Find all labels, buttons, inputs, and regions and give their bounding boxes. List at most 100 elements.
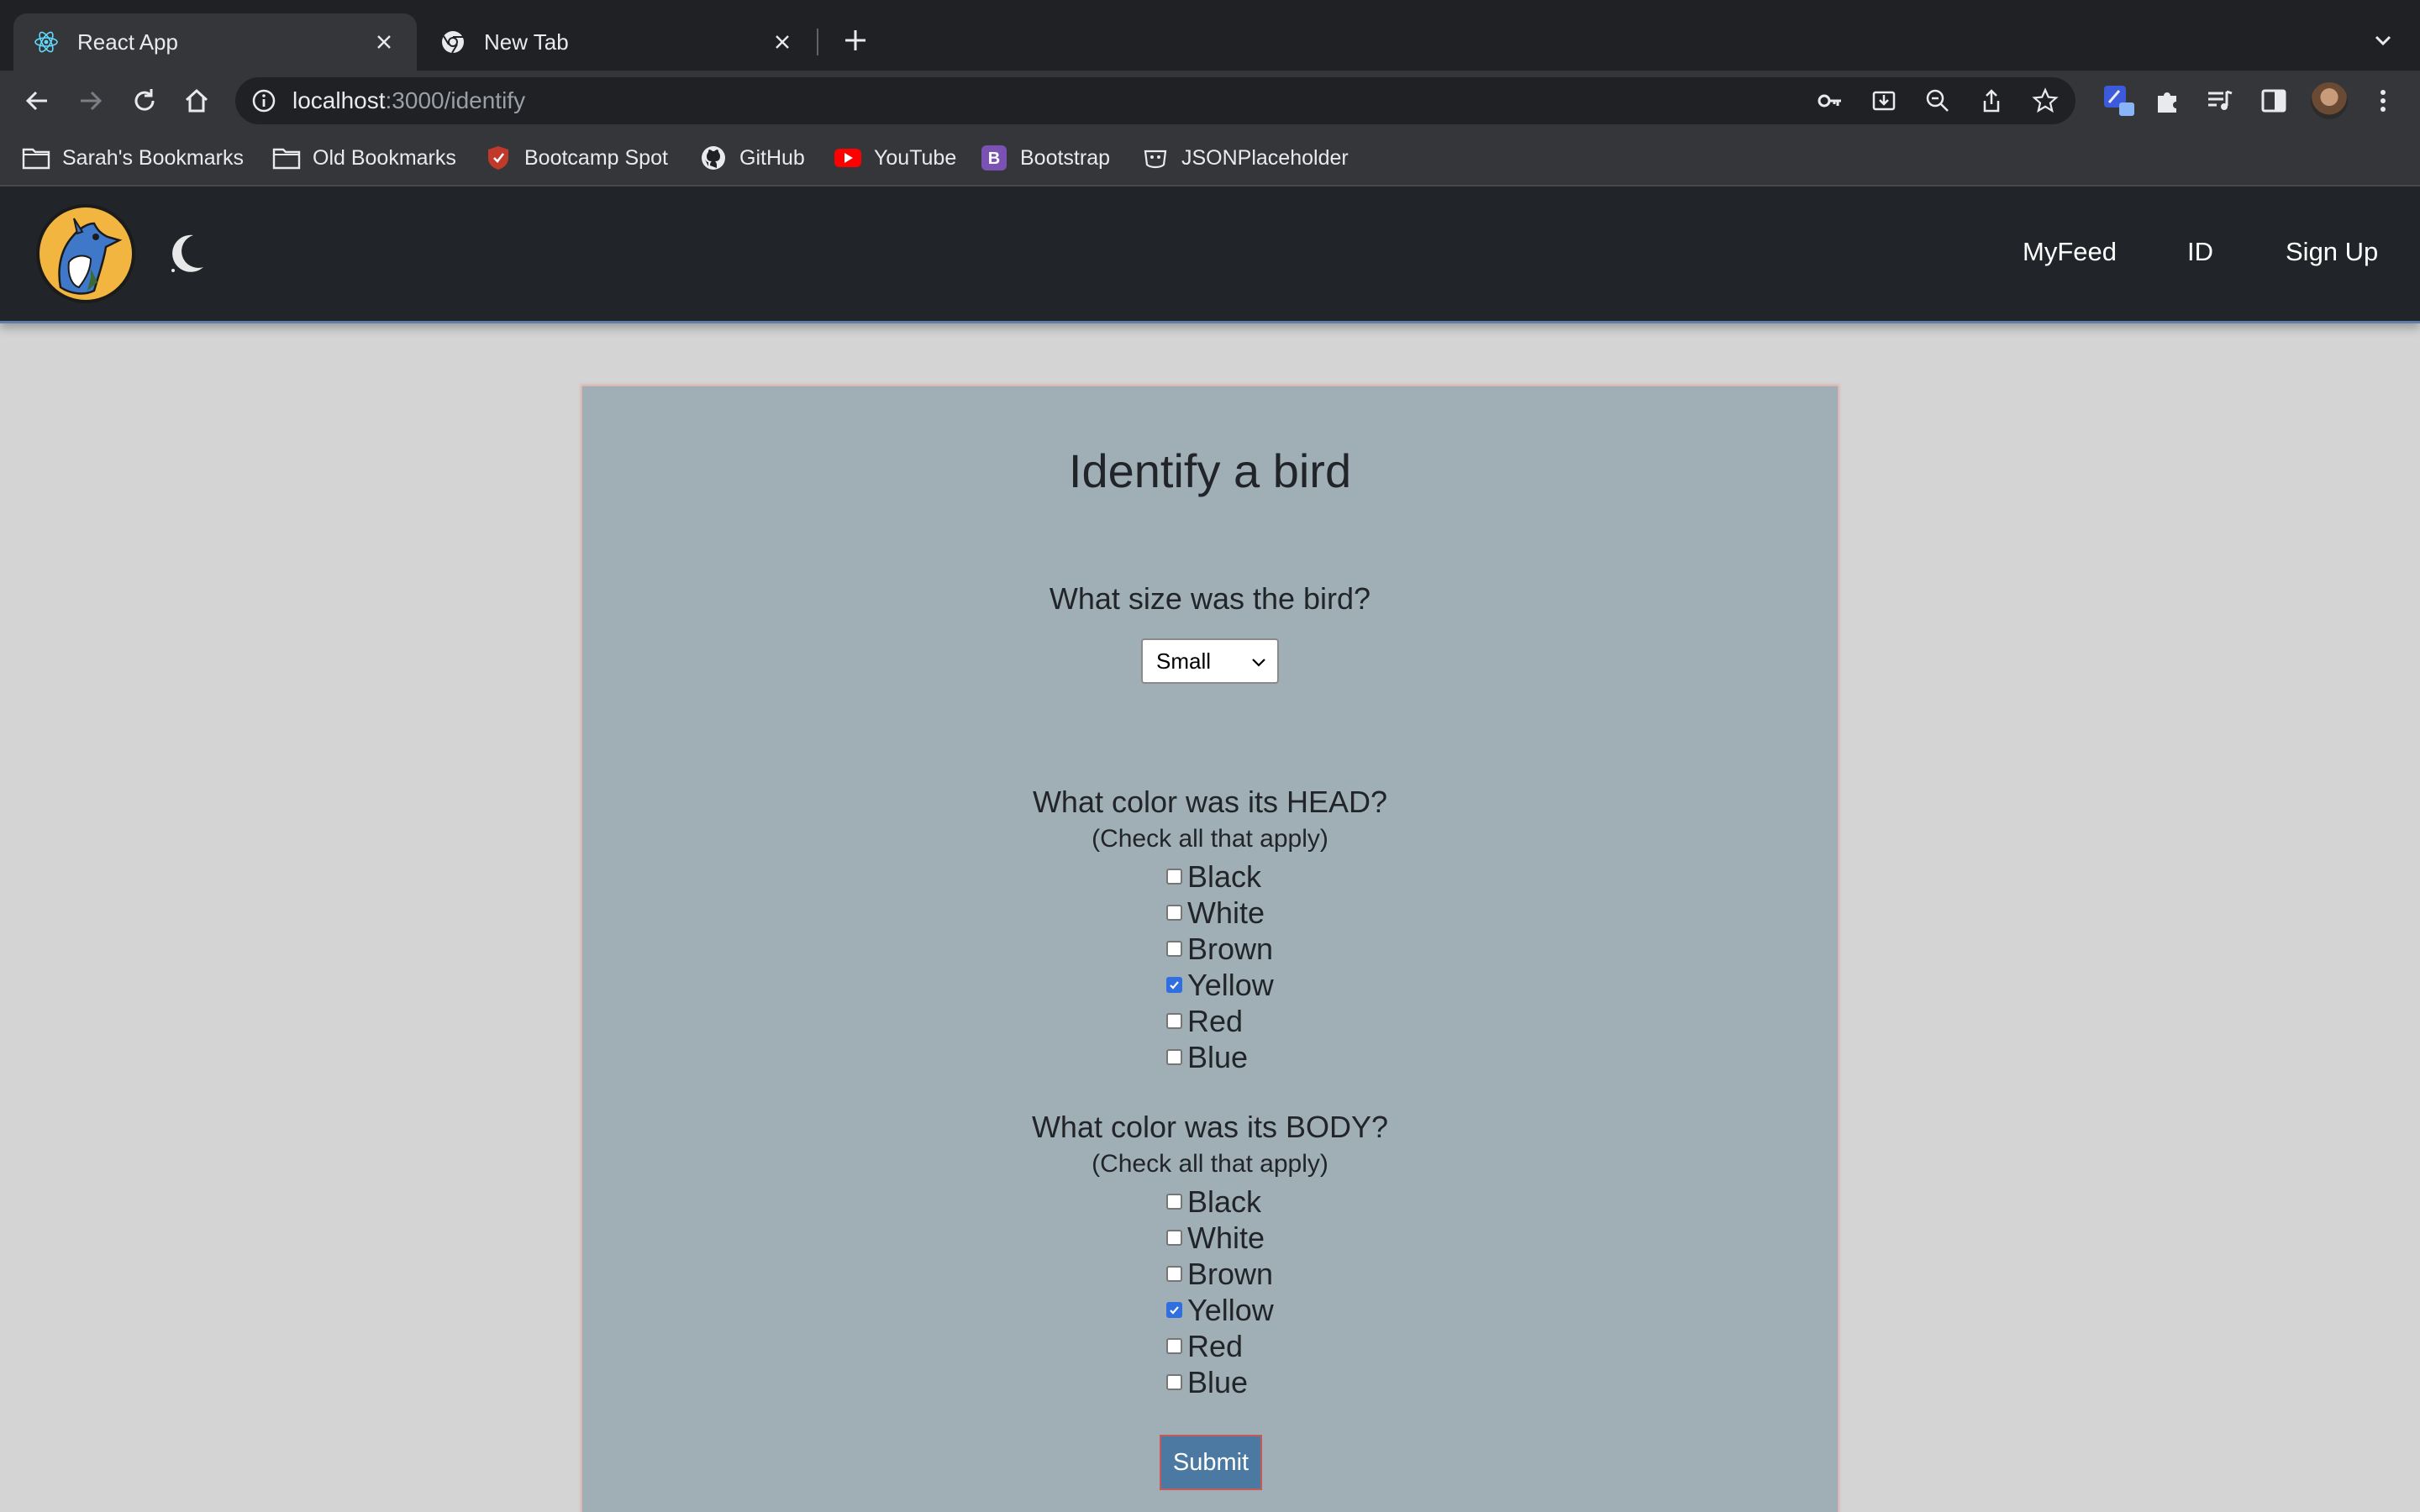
close-icon[interactable] xyxy=(770,29,795,55)
profile-avatar[interactable] xyxy=(2311,82,2348,119)
page-title: Identify a bird xyxy=(1068,444,1352,497)
checkbox-label: Yellow xyxy=(1187,968,1274,1002)
head-option-yellow[interactable]: Yellow xyxy=(1166,967,1502,1003)
chevron-down-icon xyxy=(1252,659,1265,667)
head-option-brown[interactable]: Brown xyxy=(1166,931,1502,967)
submit-button[interactable]: Submit xyxy=(1160,1435,1262,1490)
star-icon[interactable] xyxy=(2032,87,2059,114)
github-icon xyxy=(699,144,728,172)
body-option-brown[interactable]: Brown xyxy=(1166,1256,1502,1292)
close-icon[interactable] xyxy=(371,29,397,55)
zoom-icon[interactable] xyxy=(1924,87,1951,114)
bookmark-sarahs-bookmarks[interactable]: Sarah's Bookmarks xyxy=(22,141,244,175)
head-color-question-label: What color was its HEAD? xyxy=(1032,785,1388,819)
size-question-label: What size was the bird? xyxy=(1049,581,1371,616)
body-option-black[interactable]: Black xyxy=(1166,1184,1502,1220)
bookmark-bootstrap[interactable]: B Bootstrap xyxy=(980,141,1110,175)
identify-form-card: Identify a bird What size was the bird? … xyxy=(582,386,1838,1512)
svg-text:B: B xyxy=(988,150,1000,168)
playlist-icon xyxy=(2208,90,2233,110)
head-option-white[interactable]: White xyxy=(1166,895,1502,931)
bookmark-label: Bootcamp Spot xyxy=(524,145,668,170)
nav-link-id[interactable]: ID xyxy=(2187,237,2213,266)
nav-link-myfeed[interactable]: MyFeed xyxy=(2023,237,2117,266)
tab-title: New Tab xyxy=(484,29,569,55)
checkbox[interactable] xyxy=(1166,941,1182,957)
tab-search-button[interactable] xyxy=(2368,25,2398,55)
browser-toolbar: localhost:3000/identify xyxy=(0,71,2420,131)
size-select[interactable]: Small xyxy=(1141,638,1279,684)
checkbox-label: Yellow xyxy=(1187,1293,1274,1327)
pencil-extension-icon xyxy=(2104,86,2134,116)
checkbox[interactable] xyxy=(1166,1230,1182,1246)
key-icon[interactable] xyxy=(1817,87,1844,114)
checkbox[interactable] xyxy=(1166,1374,1182,1390)
body-option-yellow[interactable]: Yellow xyxy=(1166,1292,1502,1328)
address-bar[interactable]: localhost:3000/identify xyxy=(235,77,2075,124)
nav-link-sign-up[interactable]: Sign Up xyxy=(2286,237,2379,266)
checkbox[interactable] xyxy=(1166,1194,1182,1210)
home-button[interactable] xyxy=(178,82,215,119)
bookmark-jsonplaceholder[interactable]: JSONPlaceholder xyxy=(1141,141,1349,175)
bookmark-label: YouTube xyxy=(874,145,957,170)
media-button[interactable] xyxy=(2202,82,2238,119)
head-color-options: Black White Brown Yellow Red Blue xyxy=(1166,858,1502,1075)
checkbox-label: Brown xyxy=(1187,1257,1274,1291)
tab-new-tab[interactable]: New Tab xyxy=(420,13,815,71)
shield-icon xyxy=(484,144,513,172)
checkbox-checked[interactable] xyxy=(1166,1302,1182,1318)
bookmark-bootcamp-spot[interactable]: Bootcamp Spot xyxy=(484,141,668,175)
moon-icon[interactable] xyxy=(165,230,208,277)
back-button[interactable] xyxy=(18,82,55,119)
puzzle-icon xyxy=(2158,92,2176,113)
checkbox[interactable] xyxy=(1166,1013,1182,1029)
bird-logo[interactable] xyxy=(35,203,136,304)
install-icon[interactable] xyxy=(1870,87,1897,114)
browser-tab-strip: React App New Tab xyxy=(0,0,2420,71)
body-option-blue[interactable]: Blue xyxy=(1166,1364,1502,1400)
forward-button[interactable] xyxy=(72,82,109,119)
checkbox[interactable] xyxy=(1166,869,1182,885)
checkbox[interactable] xyxy=(1166,1338,1182,1354)
check-icon xyxy=(1170,981,1179,990)
checkbox[interactable] xyxy=(1166,1049,1182,1065)
extensions-button[interactable] xyxy=(2149,82,2186,119)
checkbox[interactable] xyxy=(1166,905,1182,921)
side-panel-icon xyxy=(2261,89,2286,113)
jsonplaceholder-icon xyxy=(1141,144,1170,172)
bookmark-old-bookmarks[interactable]: Old Bookmarks xyxy=(272,141,456,175)
react-icon xyxy=(34,29,59,55)
body-option-white[interactable]: White xyxy=(1166,1220,1502,1256)
body-option-red[interactable]: Red xyxy=(1166,1328,1502,1364)
checkbox-checked[interactable] xyxy=(1166,977,1182,993)
side-panel-button[interactable] xyxy=(2255,82,2292,119)
checkbox-label: White xyxy=(1187,1221,1265,1255)
tab-react-app[interactable]: React App xyxy=(13,13,417,71)
extension-active-button[interactable] xyxy=(2101,82,2138,119)
menu-button[interactable] xyxy=(2365,82,2402,119)
check-icon xyxy=(1170,1306,1179,1315)
new-tab-button[interactable] xyxy=(839,24,872,57)
body-color-hint: (Check all that apply) xyxy=(1092,1150,1328,1178)
bootstrap-icon: B xyxy=(980,144,1008,172)
app-navbar: MyFeed ID Sign Up xyxy=(0,186,2420,323)
arrow-right-icon xyxy=(81,91,103,111)
tab-separator xyxy=(817,29,818,55)
head-option-black[interactable]: Black xyxy=(1166,858,1502,895)
head-color-hint: (Check all that apply) xyxy=(1092,825,1328,853)
url-host: localhost xyxy=(292,87,386,113)
info-icon[interactable] xyxy=(250,87,277,114)
share-icon[interactable] xyxy=(1978,87,2005,114)
reload-button[interactable] xyxy=(126,82,163,119)
home-icon xyxy=(185,88,208,113)
bookmark-label: GitHub xyxy=(739,145,805,170)
checkbox[interactable] xyxy=(1166,1266,1182,1282)
body-color-options: Black White Brown Yellow Red Blue xyxy=(1166,1184,1502,1400)
head-option-red[interactable]: Red xyxy=(1166,1003,1502,1039)
head-option-blue[interactable]: Blue xyxy=(1166,1039,1502,1075)
size-select-value: Small xyxy=(1156,648,1212,674)
folder-icon xyxy=(22,144,50,172)
bookmark-github[interactable]: GitHub xyxy=(699,141,805,175)
checkbox-label: Red xyxy=(1187,1329,1244,1363)
bookmark-youtube[interactable]: YouTube xyxy=(834,141,956,175)
